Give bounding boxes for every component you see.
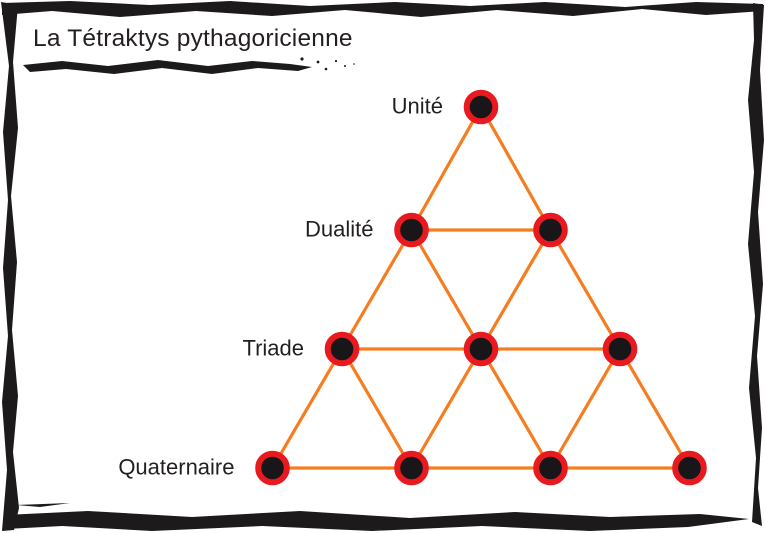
tetractys-edge [409,105,483,232]
tetractys-edge [409,228,483,351]
tetractys-edge [479,228,553,351]
row-label-3: Triade [242,335,304,361]
tetractys-edges [270,105,692,470]
row-label-4: Quaternaire [118,454,235,480]
tetractys-node [672,450,707,486]
tetractys-node [394,212,429,248]
tetractys-node [255,450,290,486]
frame-bottom-stroke [5,511,749,531]
underline-speckles [300,57,355,71]
tetractys-node [533,450,568,486]
page-title: La Tétraktys pythagoricienne [33,25,353,52]
tetractys-edge [479,347,553,470]
frame-left-stroke [1,2,19,531]
tetractys-node [463,89,499,125]
frame-right-stroke [748,3,764,526]
tetractys-edge [479,105,553,232]
tetractys-edge [618,347,692,470]
tetractys-node [463,331,499,367]
tetractys-edge [340,228,414,351]
tetractys-edge [340,347,414,470]
title-underline-brush [23,60,312,74]
tetractys-node [324,331,360,367]
frame-top-stroke [2,1,763,17]
frame-corner-dash [16,503,70,507]
tetractys-node [533,212,568,248]
tetractys-edge [548,347,622,470]
tetractys-node [602,331,638,367]
tetractys-edge [270,347,344,470]
tetractys-nodes [255,89,707,486]
tetractys-edge [548,228,622,351]
row-label-1: Unité [391,93,443,119]
row-label-2: Dualité [305,216,374,242]
tetractys-node [394,450,429,486]
tetractys-edge [409,347,483,470]
